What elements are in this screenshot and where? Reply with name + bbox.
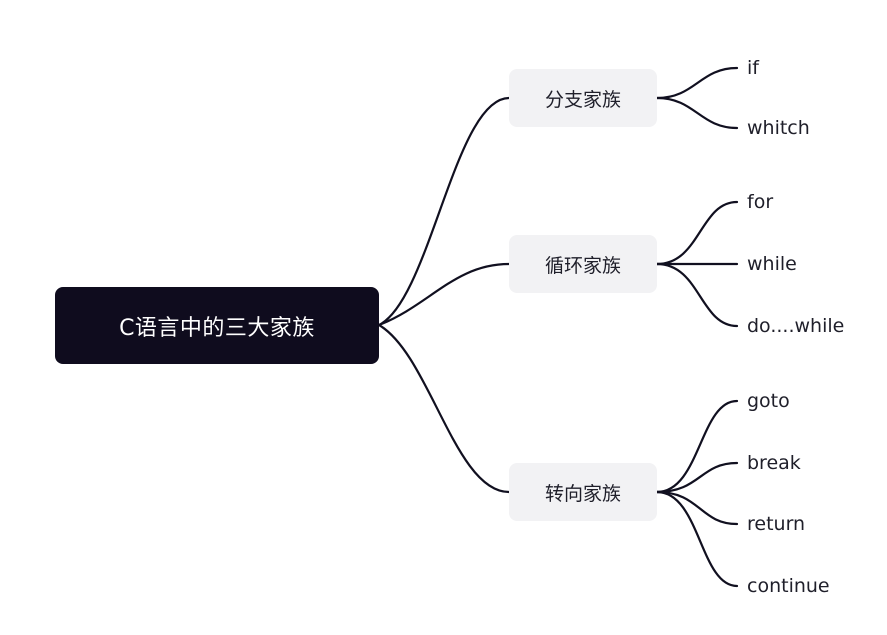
branch-node-3[interactable]: 转向家族 [509, 463, 657, 521]
branch-node-3-label: 转向家族 [544, 482, 621, 505]
root-node[interactable]: C语言中的三大家族 [55, 287, 379, 364]
branch-node-2-label: 循环家族 [544, 254, 621, 277]
leaf-node-for[interactable]: for [747, 191, 774, 213]
connector-root-branch-3 [377, 323, 511, 494]
connector-branch-1-leaf-1 [655, 66, 739, 100]
connector-branch-3-leaf-3 [655, 490, 739, 526]
leaf-node-while[interactable]: while [747, 253, 797, 275]
connector-branch-2-leaf-1 [655, 200, 739, 266]
leaf-node-continue[interactable]: continue [747, 575, 830, 597]
branch-node-1-label: 分支家族 [544, 88, 621, 111]
root-node-label: C语言中的三大家族 [119, 315, 315, 341]
branch-node-2[interactable]: 循环家族 [509, 235, 657, 293]
connector-branch-2-leaf-3 [655, 262, 739, 328]
leaf-node-return[interactable]: return [747, 513, 806, 535]
leaf-node-goto[interactable]: goto [747, 390, 790, 412]
connector-branch-3-leaf-2 [655, 461, 739, 494]
leaf-node-whitch[interactable]: whitch [747, 117, 810, 139]
leaf-node-if[interactable]: if [747, 57, 759, 79]
connector-branch-3-leaf-4 [655, 490, 739, 588]
connector-branch-1-leaf-2 [655, 96, 739, 130]
branch-node-1[interactable]: 分支家族 [509, 69, 657, 127]
connector-branch-3-leaf-1 [655, 399, 739, 494]
leaf-node-do-while[interactable]: do....while [747, 315, 845, 337]
leaf-node-break[interactable]: break [747, 452, 801, 474]
connector-root-branch-2 [377, 262, 511, 327]
connector-root-branch-1 [377, 96, 511, 327]
